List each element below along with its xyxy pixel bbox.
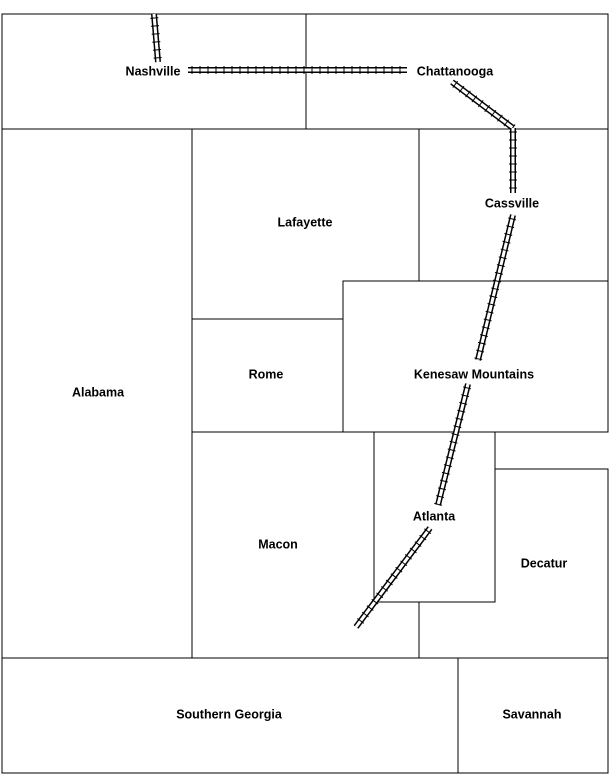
rail-tie	[152, 49, 162, 51]
rail-tie	[477, 100, 484, 108]
region-rome[interactable]	[191, 318, 344, 433]
region-southern-georgia[interactable]	[1, 657, 459, 774]
rail-tie	[443, 464, 452, 467]
rail-tie	[434, 502, 443, 506]
rail-tie	[445, 456, 454, 460]
rail-tie	[357, 618, 365, 624]
rail-tie	[484, 104, 490, 112]
rail-tie	[424, 528, 432, 534]
rail-tie	[152, 41, 161, 43]
rail-tie	[414, 541, 422, 547]
rail-tie	[491, 287, 500, 291]
rail-tie	[498, 256, 507, 260]
railroad-track-icon	[150, 13, 517, 629]
rail-gap	[354, 527, 432, 628]
rail-tie	[457, 409, 466, 413]
rail-tie	[458, 85, 465, 93]
rail-tie	[500, 248, 509, 252]
rail-tie	[502, 240, 511, 244]
rail-tie	[455, 417, 464, 421]
rail-tie	[366, 605, 374, 611]
rail-tie	[151, 33, 160, 35]
rail-tie	[483, 318, 492, 322]
rail-gap	[152, 13, 160, 63]
rail-tie	[459, 401, 468, 405]
rail-tie	[400, 560, 408, 567]
rail-tie	[461, 394, 470, 398]
rail-tie	[481, 326, 490, 330]
rail-tie	[494, 271, 503, 275]
rail-tie	[404, 554, 412, 560]
rail-tie	[504, 233, 513, 236]
rail-tie	[380, 586, 389, 592]
rail-tie	[497, 114, 503, 122]
rail-tie	[506, 225, 515, 229]
rail-tie	[150, 17, 159, 19]
rail-tie	[390, 573, 398, 579]
rail-gap	[436, 383, 470, 506]
rail-tie	[436, 495, 445, 499]
rail-tie	[361, 611, 369, 618]
rail-tie	[409, 547, 417, 554]
rail-tie	[438, 487, 447, 491]
rail-tie	[474, 357, 483, 361]
rail-tie	[478, 341, 487, 345]
rail-tie	[150, 25, 160, 27]
rail-tie	[441, 471, 450, 475]
rail-tie	[439, 479, 448, 483]
rail-tie	[476, 349, 485, 353]
rail-tie	[487, 303, 496, 306]
rail-tie	[503, 119, 510, 127]
region-kenesaw-mountains[interactable]	[342, 280, 609, 433]
rail-tie	[490, 109, 497, 117]
rail-tie	[452, 80, 459, 88]
rail-tie	[493, 279, 502, 283]
rail-tie	[451, 433, 460, 436]
rail-tie	[496, 264, 505, 267]
rail-tie	[479, 334, 488, 337]
rail-tie	[465, 90, 471, 98]
rail-tie	[376, 592, 384, 599]
rail-tie	[508, 217, 517, 221]
rail-tie	[447, 448, 456, 452]
rail-tie	[449, 440, 458, 444]
rail-tie	[385, 579, 393, 586]
rail-tie	[395, 566, 403, 573]
rail-tie	[471, 95, 478, 103]
rail-tie	[485, 310, 494, 314]
rail-tie	[463, 386, 472, 390]
rail-tie	[489, 295, 498, 299]
rail-tie	[453, 425, 462, 429]
rail-tie	[419, 534, 427, 541]
rail-gap	[451, 80, 514, 130]
rail-tie	[371, 598, 379, 605]
region-savannah[interactable]	[457, 657, 609, 774]
rail-tie	[153, 57, 162, 59]
region-alabama[interactable]	[1, 128, 193, 659]
